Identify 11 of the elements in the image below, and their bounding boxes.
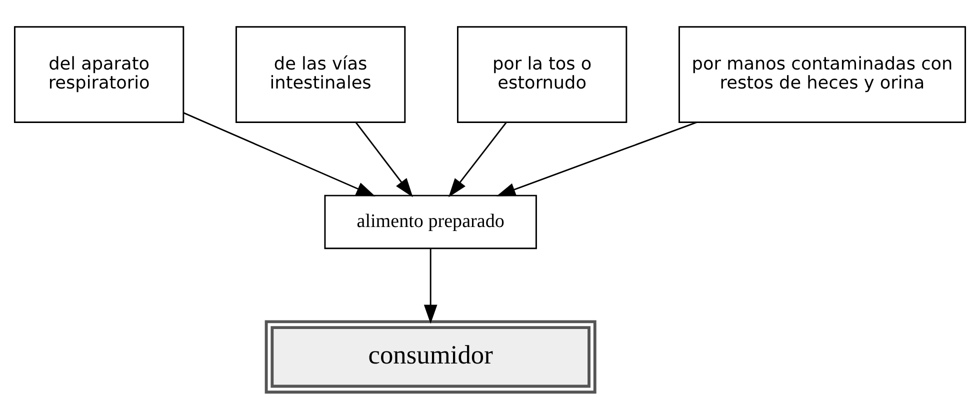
node-box: por la tos o estornudo (457, 26, 628, 122)
arrow (496, 121, 697, 196)
arrow (424, 248, 438, 324)
arrow (183, 112, 376, 196)
node-box: por manos contaminadas con restos de heces y orina (678, 26, 966, 122)
node-box: de las vías intestinales (235, 26, 406, 122)
arrow (448, 122, 507, 197)
node-box: consumidor (264, 320, 596, 394)
arrow (355, 122, 413, 197)
node-box: alimento preparado (324, 194, 537, 249)
node-box: del aparato respiratorio (14, 26, 184, 122)
